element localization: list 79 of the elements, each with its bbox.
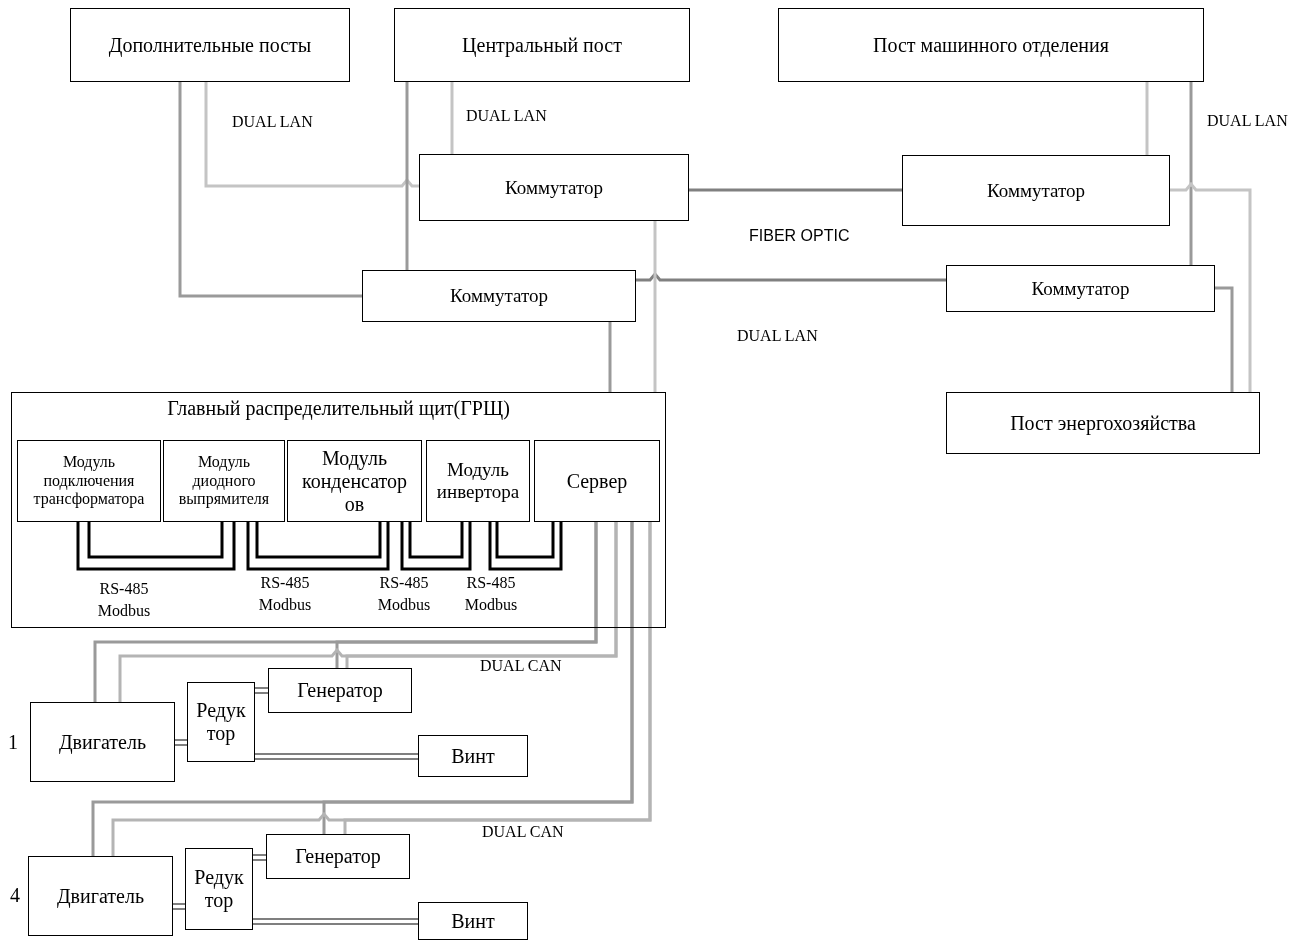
block-label: Коммутатор: [1031, 277, 1130, 300]
block-label: Винт: [451, 744, 495, 768]
block-box: [902, 155, 1170, 226]
shaft-line: [172, 903, 186, 910]
shaft-line: [254, 753, 419, 760]
block-box: [418, 735, 528, 777]
block-label: Редук тор: [193, 866, 245, 912]
block-label: Сервер: [566, 469, 628, 493]
connection-label: FIBER OPTIC: [749, 228, 850, 244]
block-box: [946, 265, 1215, 312]
block-box: [163, 440, 285, 522]
connection-label: DUAL LAN: [737, 328, 818, 344]
block-label: Пост машинного отделения: [873, 33, 1109, 57]
block-box: [362, 270, 636, 322]
panel-heading: Главный распределительный щит(ГРЩ): [167, 397, 510, 420]
block-label: Модуль диодного выпрямителя: [177, 453, 271, 509]
block-box: [28, 856, 173, 936]
cable-line: [1189, 82, 1193, 265]
cable-line: [405, 82, 409, 270]
block-box: [185, 848, 253, 930]
block-label: Двигатель: [56, 884, 145, 908]
block-box: [266, 834, 410, 879]
connection-label: DUAL LAN: [1207, 113, 1288, 129]
cable-line: [1170, 181, 1252, 392]
block-label: Винт: [451, 909, 495, 933]
bus-line: [488, 520, 563, 571]
cable-line: [653, 221, 657, 392]
cable-line: [689, 188, 902, 192]
block-box: [426, 440, 530, 522]
block-box: [946, 392, 1260, 454]
connection-label: DUAL CAN: [482, 824, 564, 840]
shaft-line: [252, 918, 419, 925]
block-label: Модуль инвертора: [435, 459, 521, 503]
block-box: [534, 440, 660, 522]
unit-number: 4: [10, 885, 20, 905]
bus-line: [246, 520, 390, 571]
cable-line: [178, 82, 362, 298]
block-label: Модуль подключения трансформатора: [32, 453, 146, 509]
panel-box: [11, 392, 666, 628]
block-label: Двигатель: [58, 730, 147, 754]
block-label: Редук тор: [195, 699, 247, 745]
connection-label: DUAL LAN: [232, 114, 313, 130]
block-label: Пост энергохозяйства: [1010, 411, 1196, 435]
bus-line: [76, 520, 236, 571]
cable-line: [636, 271, 946, 282]
bus-line: [400, 520, 472, 571]
block-box: [70, 8, 350, 82]
block-label: Коммутатор: [450, 285, 548, 307]
cable-line: [450, 82, 454, 154]
block-box: [419, 154, 689, 221]
cable-line: [1145, 82, 1149, 155]
block-label: Модуль конденсатор ов: [300, 446, 409, 516]
block-label: Генератор: [295, 845, 381, 868]
block-label: Центральный пост: [462, 33, 622, 57]
block-label: Коммутатор: [987, 179, 1085, 202]
connection-label: DUAL CAN: [480, 658, 562, 674]
block-label: Коммутатор: [505, 176, 603, 199]
cable-line: [608, 322, 612, 392]
block-box: [418, 902, 528, 940]
block-box: [17, 440, 161, 522]
block-box: [287, 440, 422, 522]
block-box: [394, 8, 690, 82]
edge-label: RS-485 Modbus: [96, 579, 152, 621]
edge-label: RS-485 Modbus: [463, 573, 519, 615]
unit-number: 1: [8, 732, 18, 752]
block-box: [268, 668, 412, 713]
cable-line: [1215, 286, 1234, 392]
edge-label: RS-485 Modbus: [376, 573, 432, 615]
connection-label: DUAL LAN: [466, 108, 547, 124]
block-label: Генератор: [297, 679, 383, 702]
cable-line: [204, 82, 419, 188]
shaft-line: [254, 687, 269, 694]
block-box: [30, 702, 175, 782]
block-label: Дополнительные посты: [108, 33, 312, 57]
shaft-line: [174, 739, 188, 746]
block-box: [187, 682, 255, 762]
block-box: [778, 8, 1204, 82]
shaft-line: [252, 854, 267, 861]
edge-label: RS-485 Modbus: [257, 573, 313, 615]
